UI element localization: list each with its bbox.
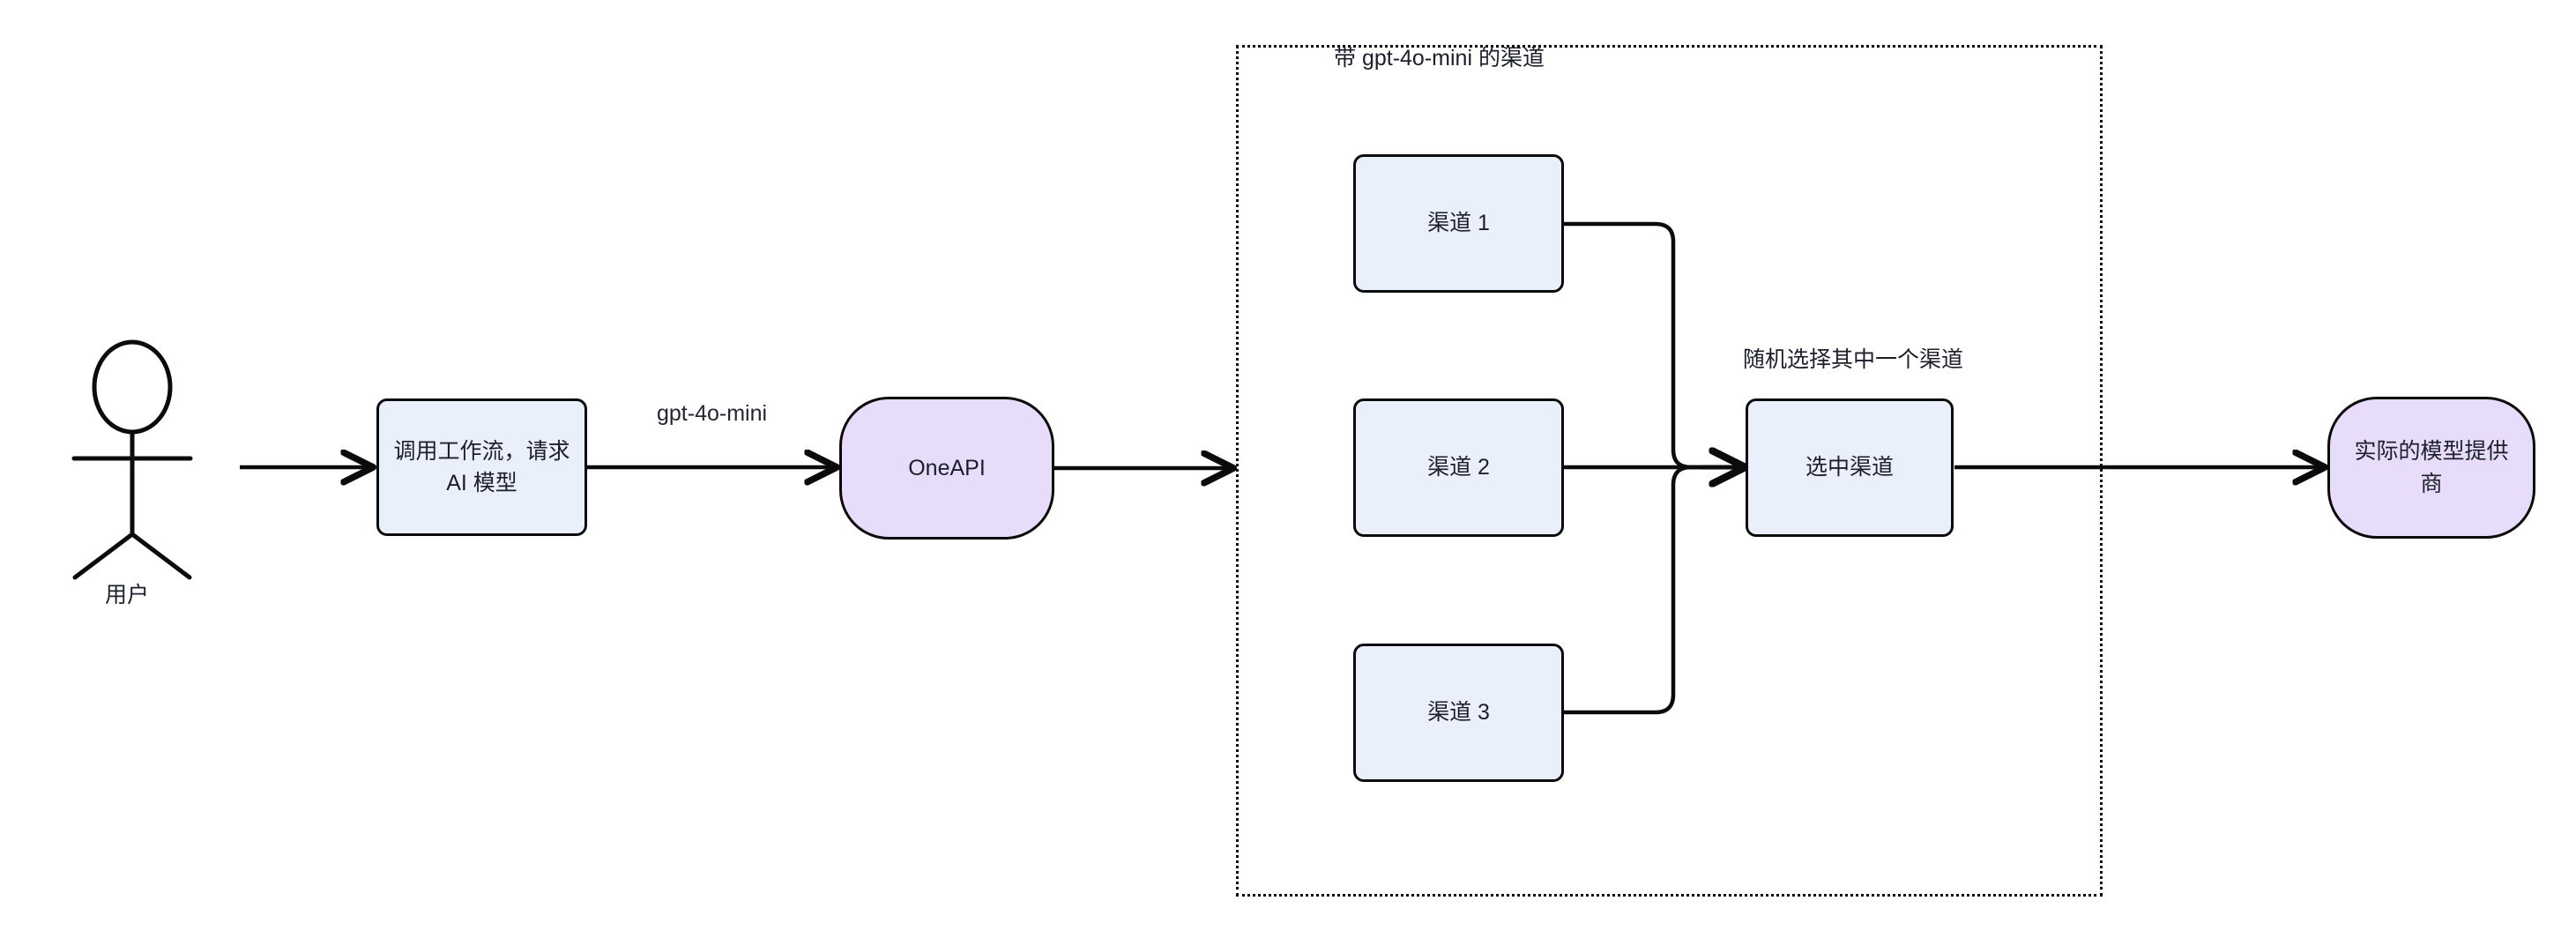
node-workflow-call[interactable]: 调用工作流，请求 AI 模型 [376, 398, 587, 536]
node-oneapi-label: OneAPI [908, 455, 986, 480]
node-channel-2-label: 渠道 2 [1427, 455, 1490, 480]
user-actor-label: 用户 [105, 583, 150, 607]
node-oneapi[interactable]: OneAPI [839, 397, 1054, 540]
node-channel-1[interactable]: 渠道 1 [1353, 154, 1564, 293]
node-workflow-call-label: 调用工作流，请求 AI 模型 [393, 438, 570, 495]
edge-label-random-pick: 随机选择其中一个渠道 [1743, 347, 1964, 372]
channel-group-label: 带 gpt-4o-mini 的渠道 [1334, 46, 1545, 71]
channel-group-container [1236, 45, 2103, 897]
node-channel-3-label: 渠道 3 [1427, 700, 1490, 726]
user-actor-figure [71, 339, 193, 580]
node-selected-channel-label: 选中渠道 [1805, 455, 1894, 480]
node-real-provider[interactable]: 实际的模型提供商 [2327, 397, 2535, 539]
node-channel-2[interactable]: 渠道 2 [1353, 398, 1564, 537]
node-channel-1-label: 渠道 1 [1427, 211, 1490, 236]
node-channel-3[interactable]: 渠道 3 [1353, 644, 1564, 782]
node-selected-channel[interactable]: 选中渠道 [1746, 398, 1954, 537]
edge-label-model-name: gpt-4o-mini [653, 401, 771, 427]
edge-channel3-to-selected [1564, 465, 1740, 715]
node-real-provider-label: 实际的模型提供商 [2354, 439, 2509, 496]
